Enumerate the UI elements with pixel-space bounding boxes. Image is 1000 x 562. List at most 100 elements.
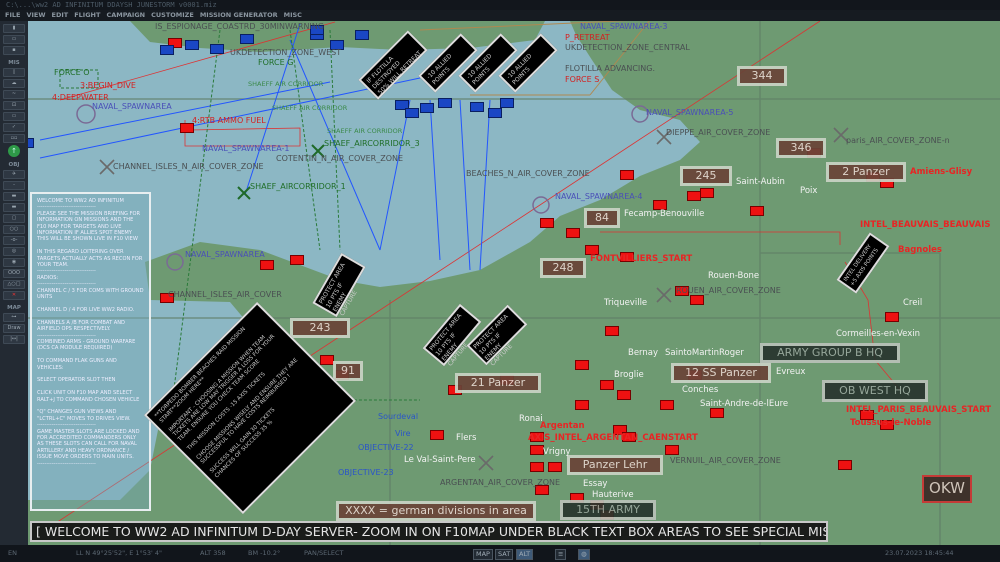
- map-label-zones[interactable]: ARGENTAN_AIR_COVER_ZONE: [440, 478, 561, 487]
- menu-view[interactable]: VIEW: [26, 11, 46, 19]
- division-box[interactable]: 84: [584, 208, 620, 228]
- menu-edit[interactable]: EDIT: [51, 11, 69, 19]
- axis-unit-icon[interactable]: [885, 312, 899, 322]
- map-label-naval[interactable]: NAVAL_SPAWNAREA: [92, 102, 172, 111]
- axis-unit-icon[interactable]: [548, 462, 562, 472]
- map-label-objectives[interactable]: OBJECTIVE-23: [338, 468, 394, 477]
- weather-icon[interactable]: ☁: [3, 79, 25, 88]
- division-box[interactable]: 91: [333, 361, 363, 381]
- map-label-objectives[interactable]: Sourdeval: [378, 412, 419, 421]
- division-box[interactable]: 248: [540, 258, 586, 278]
- open-file-button[interactable]: ▭: [3, 35, 25, 44]
- shapes-icon[interactable]: △○□: [3, 280, 25, 289]
- map-label-airfields[interactable]: Toussus-le-Noble: [850, 418, 932, 428]
- axis-unit-icon[interactable]: [290, 255, 304, 265]
- division-box[interactable]: Panzer Lehr: [567, 455, 663, 475]
- axis-unit-icon[interactable]: [710, 408, 724, 418]
- map-label-towns[interactable]: Saint-Andre-de-lEure: [700, 399, 789, 409]
- vehicle-icon[interactable]: ▬: [3, 203, 25, 212]
- axis-unit-icon[interactable]: [530, 432, 544, 442]
- map-label-objectives[interactable]: Vire: [395, 429, 411, 438]
- draw-button[interactable]: Draw: [3, 324, 25, 333]
- axis-unit-icon[interactable]: [838, 460, 852, 470]
- division-box[interactable]: 21 Panzer: [455, 373, 541, 393]
- division-box[interactable]: XXXX = german divisions in area: [336, 501, 536, 521]
- map-label-airfields[interactable]: INTEL_PARIS_BEAUVAIS_START: [846, 405, 992, 415]
- menu-misc[interactable]: MISC: [283, 11, 302, 19]
- map-label-naval[interactable]: NAVAL_SPAWNAREA-5: [646, 108, 734, 117]
- map-label-towns[interactable]: Triqueville: [604, 298, 648, 308]
- target-icon[interactable]: ◉: [3, 258, 25, 267]
- map-label-towns[interactable]: Flers: [456, 433, 477, 443]
- axis-unit-icon[interactable]: [622, 432, 636, 442]
- allied-unit-icon[interactable]: [330, 40, 344, 50]
- map-label-zones[interactable]: CHANNEL_ISLES_AIR_COVER: [168, 290, 282, 299]
- triggers-icon[interactable]: ▭: [3, 112, 25, 121]
- measure-icon[interactable]: |↔|: [3, 335, 25, 344]
- axis-unit-icon[interactable]: [617, 390, 631, 400]
- map-label-green[interactable]: FORCE O: [54, 68, 90, 77]
- arrow-up-icon[interactable]: ↑: [8, 145, 20, 157]
- delete-icon[interactable]: ✕: [3, 291, 25, 300]
- axis-unit-icon[interactable]: [675, 286, 689, 296]
- menu-flight[interactable]: FLIGHT: [74, 11, 101, 19]
- map-label-waypoints[interactable]: 4:RTB AMMO FUEL: [192, 116, 266, 125]
- allied-unit-icon[interactable]: [405, 108, 419, 118]
- axis-unit-icon[interactable]: [530, 445, 544, 455]
- axis-unit-icon[interactable]: [605, 326, 619, 336]
- map-label-towns[interactable]: Saint-Aubin: [736, 177, 785, 187]
- check-icon[interactable]: ✓: [3, 123, 25, 132]
- map-label-towns[interactable]: Ronai: [519, 414, 543, 424]
- map-label-waypoints[interactable]: 3:BEGIN_DIVE: [80, 81, 136, 90]
- map-label-green[interactable]: FORCE G: [258, 58, 294, 67]
- allied-unit-icon[interactable]: [210, 44, 224, 54]
- map-label-shaef[interactable]: SHAEFF AIR CORRIDOR: [327, 127, 403, 135]
- map-label-towns[interactable]: Creil: [903, 298, 923, 308]
- axis-unit-icon[interactable]: [620, 170, 634, 180]
- map-label-green[interactable]: SHAEF_AIRCORRIDOR_3: [324, 139, 420, 148]
- allied-unit-icon[interactable]: [420, 103, 434, 113]
- division-box[interactable]: 245: [680, 166, 732, 186]
- map-label-zones[interactable]: ROUEN_AIR_COVER_ZONE: [676, 286, 781, 295]
- alt-view-button[interactable]: ALT: [516, 549, 534, 560]
- map-label-naval[interactable]: NAVAL_SPAWNAREA-1: [202, 144, 290, 153]
- division-box[interactable]: 12 SS Panzer: [671, 363, 771, 383]
- axis-unit-icon[interactable]: [540, 218, 554, 228]
- template-icon[interactable]: OOO: [3, 269, 25, 278]
- map-label-zones[interactable]: IS_ESPIONAGE_COASTRD_30MINWARNING: [155, 22, 324, 31]
- map-label-waypoints[interactable]: P_RETREAT: [565, 33, 610, 42]
- division-box[interactable]: 243: [290, 318, 350, 338]
- axis-unit-icon[interactable]: [860, 410, 874, 420]
- allied-unit-icon[interactable]: [160, 45, 174, 55]
- axis-unit-icon[interactable]: [653, 200, 667, 210]
- static-object-icon[interactable]: ▢: [3, 214, 25, 223]
- map-view-button[interactable]: MAP: [473, 549, 493, 560]
- map-label-airfields[interactable]: AXIS_INTEL_ARGENTAN_CAENSTART: [528, 433, 698, 443]
- layers-button[interactable]: ≡: [555, 549, 567, 560]
- menu-customize[interactable]: CUSTOMIZE: [151, 11, 194, 19]
- axis-unit-icon[interactable]: [430, 430, 444, 440]
- axis-unit-icon[interactable]: [660, 400, 674, 410]
- menu-file[interactable]: FILE: [5, 11, 21, 19]
- satellite-view-button[interactable]: SAT: [495, 549, 514, 560]
- map-label-waypoints[interactable]: 4:DEEPWATER: [52, 93, 109, 102]
- map-label-towns[interactable]: Hauterive: [592, 490, 634, 500]
- axis-unit-icon[interactable]: [690, 295, 704, 305]
- allied-unit-icon[interactable]: [395, 100, 409, 110]
- resource-icon[interactable]: ▫▫: [3, 134, 25, 143]
- allied-unit-icon[interactable]: [310, 25, 324, 35]
- route-icon[interactable]: ~: [3, 90, 25, 99]
- map-label-towns[interactable]: Cormeilles-en-Vexin: [836, 329, 920, 339]
- map-label-naval[interactable]: NAVAL_SPAWNAREA-4: [555, 192, 643, 201]
- map-label-zones[interactable]: UKDETECTION_ZONE_WEST: [230, 48, 342, 57]
- map-label-towns[interactable]: Rouen-Bone: [708, 271, 760, 281]
- map-label-towns[interactable]: Bernay: [628, 348, 659, 358]
- axis-unit-icon[interactable]: [566, 228, 580, 238]
- map-label-towns[interactable]: Poix: [800, 186, 818, 196]
- map-label-airfields[interactable]: Bagnoles: [898, 245, 942, 255]
- allied-unit-icon[interactable]: [28, 138, 34, 148]
- group-icon[interactable]: ○○: [3, 225, 25, 234]
- map-label-towns[interactable]: Le Val-Saint-Pere: [404, 455, 476, 465]
- axis-unit-icon[interactable]: [700, 188, 714, 198]
- map-label-towns[interactable]: SaintoMartinRoger: [665, 348, 744, 358]
